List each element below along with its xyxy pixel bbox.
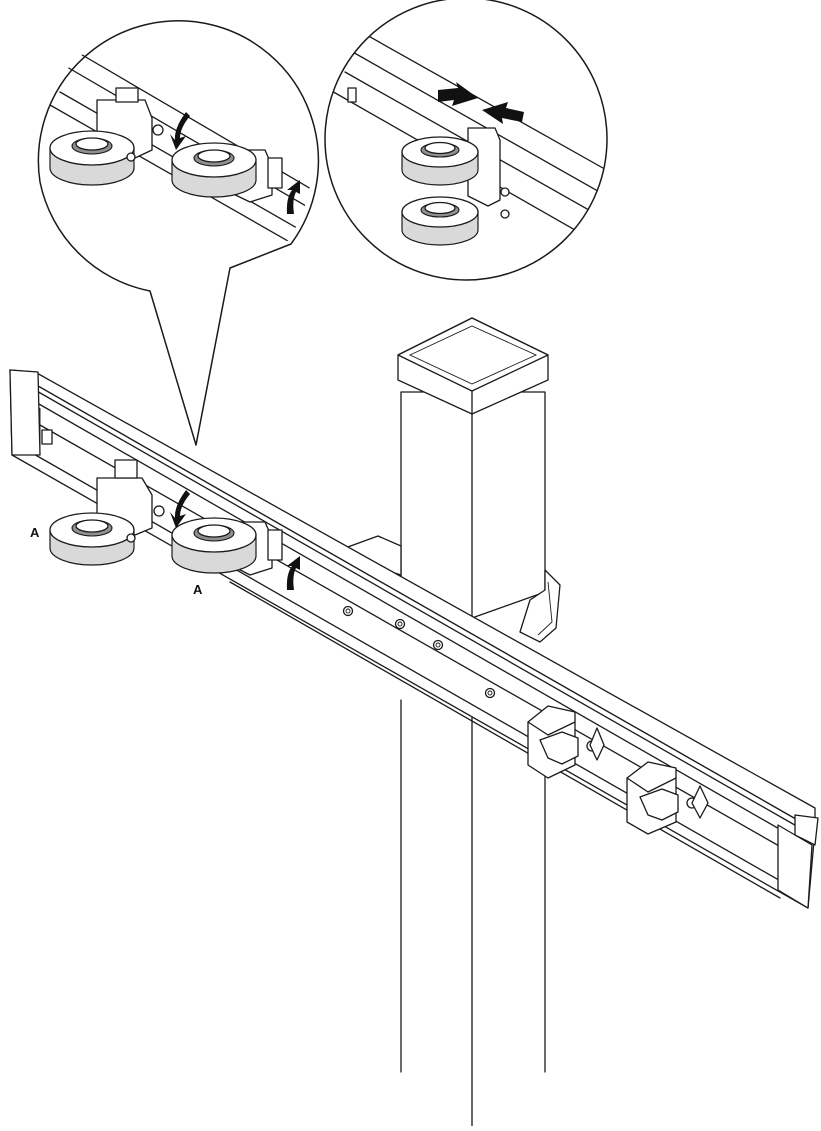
hook-clamp-2 <box>626 761 709 835</box>
hook-clamp-1 <box>527 705 605 779</box>
curved-arrow-icon <box>170 112 190 150</box>
compress-arrow-icon <box>482 102 524 124</box>
compress-arrow-icon <box>438 82 478 106</box>
curved-arrow-icon <box>286 180 300 214</box>
clamp-left-label: A <box>30 525 40 540</box>
vertical-pole <box>400 391 546 1127</box>
bar-holes <box>342 605 496 699</box>
clamp-left <box>49 459 165 566</box>
mounting-bracket <box>344 535 561 643</box>
detail-callout-right <box>324 0 608 281</box>
curved-arrow-icon <box>170 490 190 528</box>
clamp-center <box>171 517 283 576</box>
detail-callout-left <box>37 20 320 446</box>
clamp-right-label: A <box>193 582 203 597</box>
pole-end-cap <box>397 317 549 415</box>
curved-arrow-icon <box>286 556 300 590</box>
